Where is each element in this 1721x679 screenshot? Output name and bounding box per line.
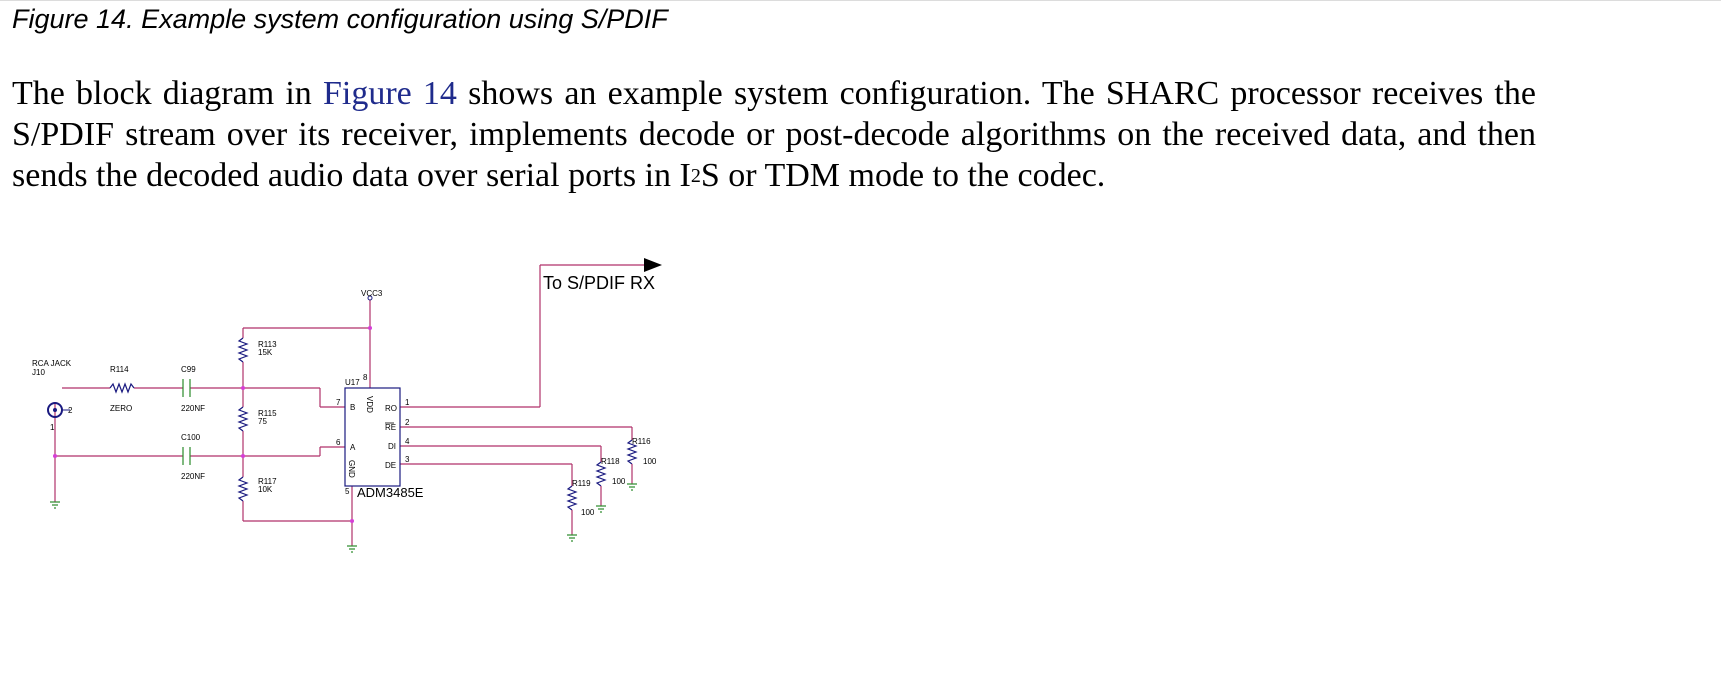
ground-icon-ic [347,545,357,553]
pin-number-4: 4 [405,437,410,446]
r117-label: R117 [258,477,277,486]
c99-label: C99 [181,365,196,374]
paragraph-text-middle: shows an example system configuration. T… [12,75,1536,194]
figure-link[interactable]: Figure 14 [322,75,457,112]
superscript-2: 2 [690,165,701,187]
c99-capacitor-icon [182,379,191,397]
ground-icon-r119 [567,534,577,542]
pin-vdd-label: VDD [365,396,374,413]
r116-label: R116 [632,437,651,446]
r118-label: R118 [601,457,620,466]
r114-value: ZERO [110,404,132,413]
output-arrowhead [644,258,662,272]
pin-re-label: RE [385,423,396,432]
pin-number-5: 5 [345,487,350,496]
ground-icon-r116 [627,483,637,491]
r118-value: 100 [612,477,626,486]
paragraph-text-end: S or TDM mode to the codec. [700,157,1106,194]
ic-name: ADM3485E [357,485,424,500]
figure-caption: Figure 14. Example system configuration … [12,4,668,34]
body-paragraph: The block diagram in Figure 14 shows an … [12,73,1536,196]
pin-number-1: 1 [405,398,410,407]
jack-pin-2: 2 [68,406,73,415]
pin-a-label: A [350,443,356,452]
r113-label: R113 [258,340,277,349]
pin-ro-label: RO [385,404,397,413]
c100-capacitor-icon [182,447,191,465]
r115-resistor-icon [237,406,249,432]
wires [54,264,650,546]
spdif-schematic: To S/PDIF RX RCA JACK J10 2 1 R114 ZERO … [32,258,662,553]
jack-pin-1: 1 [50,423,55,432]
r119-resistor-icon [566,485,578,511]
pin-b-label: B [350,403,355,412]
ground-icons [50,483,637,553]
pin-number-8: 8 [363,373,368,382]
r113-value: 15K [258,348,273,357]
pin-number-3: 3 [405,455,410,464]
c100-value: 220NF [181,472,205,481]
r117-value: 10K [258,485,273,494]
r119-value: 100 [581,508,595,517]
pin-gnd-label: GND [347,460,356,478]
c100-label: C100 [181,433,201,442]
r113-resistor-icon [237,337,249,363]
r114-label: R114 [110,365,129,374]
pin-di-label: DI [388,442,396,451]
r117-resistor-icon [237,476,249,502]
page-top-rule [0,0,1721,1]
r118-resistor-icon [595,461,607,487]
r115-value: 75 [258,417,267,426]
r114-resistor-icon [109,382,135,394]
junction-nodes [53,326,372,523]
connector-label: RCA JACK [32,359,72,368]
pin-de-label: DE [385,461,396,470]
vcc-icon [367,295,373,301]
r116-resistor-icon [626,439,638,465]
output-label: To S/PDIF RX [543,273,655,293]
rca-jack [47,402,70,418]
adm3485e-chip [344,387,401,487]
pin-number-6: 6 [336,438,341,447]
pin-number-7: 7 [336,398,341,407]
r116-value: 100 [643,457,657,466]
ground-icon-r118 [596,505,606,513]
paragraph-text-start: The block diagram in [12,75,323,112]
vcc-label: VCC3 [361,289,383,298]
connector-ref: J10 [32,368,45,377]
ground-icon-jack [50,501,60,509]
pin-number-2: 2 [405,418,410,427]
u17-label: U17 [345,378,360,387]
c99-value: 220NF [181,404,205,413]
r119-label: R119 [572,479,591,488]
r115-label: R115 [258,409,277,418]
